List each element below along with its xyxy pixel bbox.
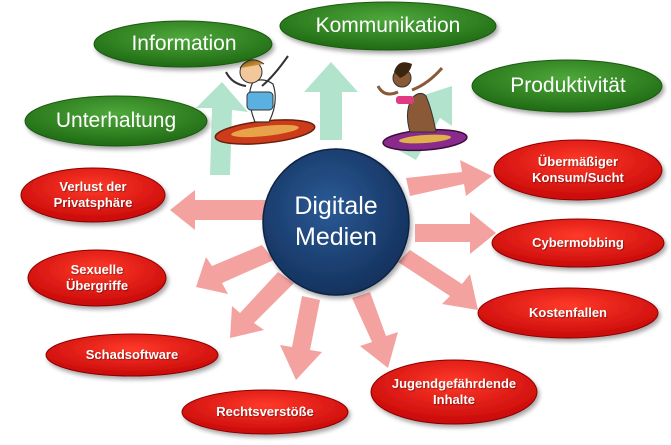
arrow-cybermobbing: [415, 212, 496, 254]
label-konsum-line-1: Übermäßiger: [537, 153, 619, 169]
arrow-information: [196, 82, 248, 175]
label-verlust-line-1: Verlust der: [59, 178, 127, 194]
label-kommunikation: Kommunikation: [315, 14, 461, 37]
ellipse-unterhaltung: [24, 95, 208, 147]
arrow-kommunikation: [304, 62, 358, 140]
arrow-rechtsverstoesse: [280, 296, 322, 380]
surfer-girl-illustration: [376, 62, 468, 152]
arrow-privatsphaere: [170, 190, 275, 230]
arrow-uebergriffe: [196, 245, 274, 294]
label-verlust-line-2: Privatsphäre: [53, 195, 133, 210]
label-sexuelle-line-1: Sexuelle: [70, 261, 124, 277]
label-sexuelle-uebergriffe: Sexuelle Übergriffe: [28, 255, 166, 301]
arrow-schadsoftware: [230, 272, 294, 338]
center-circle: [262, 148, 410, 296]
label-kostenfallen: Kostenfallen: [528, 304, 607, 320]
ellipse-kommunikation: [279, 1, 497, 51]
label-unterhaltung: Unterhaltung: [55, 109, 177, 132]
ellipse-produktivitaet: [471, 59, 663, 113]
surfer-boy-illustration: [214, 55, 316, 145]
center-label: Digitale Medien: [263, 177, 409, 267]
ellipse-schadsoftware: [45, 333, 219, 377]
label-sexuelle-line-2: Übergriffe: [65, 278, 129, 293]
risk-arrows: [170, 160, 496, 380]
ellipse-cybermobbing: [491, 218, 665, 268]
label-rechtsverstoesse: Rechtsverstöße: [216, 403, 314, 419]
ellipse-kostenfallen: [477, 287, 659, 339]
label-information: Information: [131, 32, 237, 55]
arrow-jugendgefaehrdend: [352, 292, 398, 368]
ellipse-information: [93, 20, 273, 68]
center-line-2: Medien: [295, 223, 377, 251]
label-jugend-line-1: Jugendgefährdende: [391, 375, 517, 391]
ellipse-sucht: [493, 139, 663, 201]
ellipse-uebergriffe: [27, 249, 167, 307]
ellipse-privatsphaere: [20, 167, 166, 223]
label-jugend-line-2: Inhalte: [433, 392, 475, 407]
label-schadsoftware: Schadsoftware: [85, 346, 179, 362]
arrow-sucht: [406, 160, 492, 196]
label-produktivitaet: Produktivität: [510, 74, 626, 97]
ellipse-rechtsverstoesse: [181, 389, 349, 435]
arrow-kostenfallen: [398, 250, 478, 310]
label-uebermaessiger-konsum: Übermäßiger Konsum/Sucht: [494, 147, 662, 193]
label-verlust-privatsphaere: Verlust der Privatsphäre: [22, 172, 164, 218]
ellipse-jugendgefaehrdend: [370, 359, 538, 425]
risk-ellipses: [20, 139, 665, 435]
center-line-1: Digitale: [294, 191, 378, 220]
label-jugendgefaehrdende-inhalte: Jugendgefährdende Inhalte: [371, 369, 537, 415]
opportunity-ellipses: [24, 1, 663, 147]
label-konsum-line-2: Konsum/Sucht: [532, 170, 624, 185]
label-cybermobbing: Cybermobbing: [532, 234, 624, 250]
